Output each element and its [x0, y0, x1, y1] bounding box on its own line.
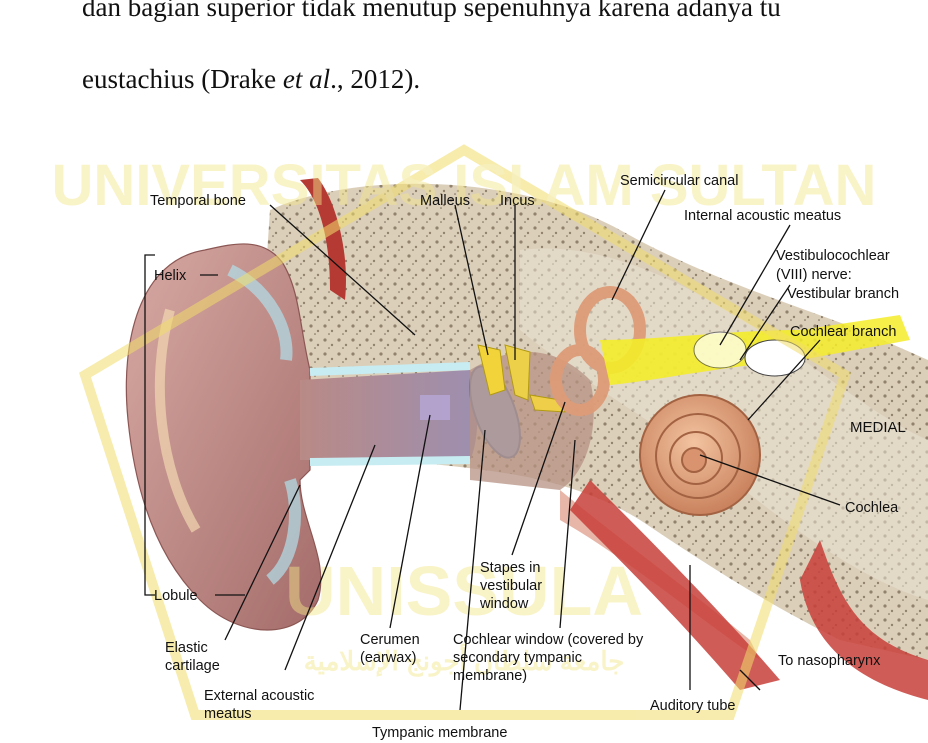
label-meatus: meatus [204, 706, 252, 722]
label-vestibular: vestibular [480, 578, 542, 594]
label-medial: MEDIAL [850, 419, 906, 436]
label-incus: Incus [500, 193, 535, 209]
label-secondary-tympanic: secondary tympanic [453, 650, 582, 666]
label-internal-acoustic-meatus: Internal acoustic meatus [684, 208, 841, 224]
label-malleus: Malleus [420, 193, 470, 209]
label-vestibulocochlear: Vestibulocochlear [776, 248, 890, 264]
label-viii-nerve: (VIII) nerve: [776, 267, 852, 283]
label-elastic: Elastic [165, 640, 208, 656]
label-stapes-in: Stapes in [480, 560, 540, 576]
label-helix: Helix [154, 268, 187, 284]
watermark-bottom-text: UNISSULA [285, 552, 643, 630]
label-vestibular-branch: Vestibular branch [787, 286, 899, 302]
label-window: window [479, 596, 529, 612]
label-temporal-bone: Temporal bone [150, 193, 246, 209]
label-tympanic-membrane: Tympanic membrane [372, 725, 507, 741]
label-earwax: (earwax) [360, 650, 416, 666]
label-auditory-tube: Auditory tube [650, 698, 735, 714]
label-cartilage: cartilage [165, 658, 220, 674]
external-acoustic-meatus [300, 370, 478, 460]
label-cerumen: Cerumen [360, 632, 420, 648]
label-semicircular-canal: Semicircular canal [620, 173, 738, 189]
label-cochlear-branch: Cochlear branch [790, 324, 896, 340]
label-membrane: membrane) [453, 668, 527, 684]
label-cochlea: Cochlea [845, 500, 899, 516]
label-to-nasopharynx: To nasopharynx [778, 653, 881, 669]
label-external-acoustic: External acoustic [204, 688, 314, 704]
label-cochlear-window: Cochlear window (covered by [453, 632, 644, 648]
label-lobule: Lobule [154, 588, 198, 604]
